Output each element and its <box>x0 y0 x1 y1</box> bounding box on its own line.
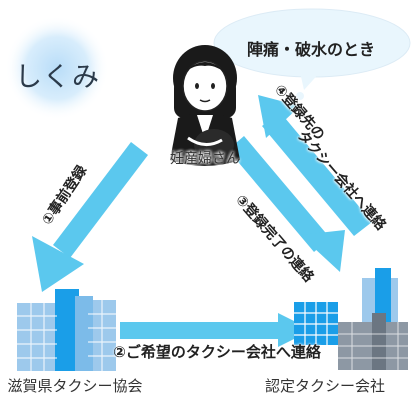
arrow-step3 <box>228 136 345 272</box>
bubble-text: 陣痛・破水のとき <box>246 40 375 59</box>
taxi-company-label: 認定タクシー会社 <box>264 377 385 395</box>
association-label: 滋賀県タクシー協会 <box>7 377 143 395</box>
association-building <box>17 289 116 371</box>
page-title: しくみ <box>14 62 101 93</box>
title-glow <box>5 16 109 120</box>
taxi-company-buildings <box>294 268 408 370</box>
person-label: 妊産婦さん <box>170 151 240 167</box>
pregnant-woman-figure <box>170 45 240 166</box>
arrow-step4 <box>258 95 372 236</box>
speech-bubble <box>213 8 411 108</box>
arrow-step1 <box>32 142 148 292</box>
step2-label: ②ご希望のタクシー会社へ連絡 <box>113 343 321 361</box>
